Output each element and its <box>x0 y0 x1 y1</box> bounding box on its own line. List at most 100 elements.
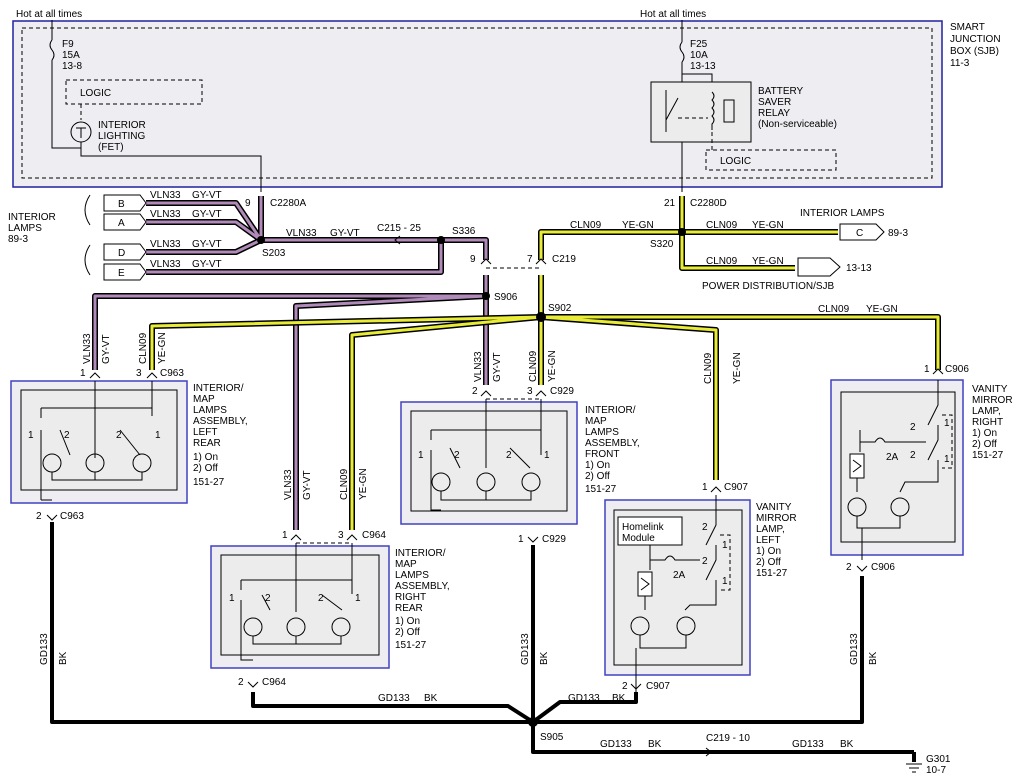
vl-bk-right: BK <box>868 651 879 665</box>
relay-label-4: (Non-serviceable) <box>758 119 837 130</box>
pin-9-sjb: 9 <box>245 198 251 209</box>
relay-coil-icon <box>711 91 715 130</box>
fuse-f9-icon <box>49 39 55 61</box>
rr-label-8: 2) Off <box>395 627 420 638</box>
vl-fr-cln: CLN09 <box>528 350 539 382</box>
rr-c964-top: C964 <box>362 530 386 541</box>
hot-label-right: Hot at all times <box>640 9 706 20</box>
vl-lr-cln: CLN09 <box>138 332 149 364</box>
splice-s203 <box>257 236 265 244</box>
relay-label-1: BATTERY <box>758 86 804 97</box>
rr-label-1: INTERIOR/ <box>395 548 446 559</box>
vl-sw-1a: 1 <box>722 540 728 551</box>
vl-label-2: MIRROR <box>756 513 797 524</box>
rr-sw-1b: 1 <box>355 593 361 604</box>
sjb-title-1: SMART <box>950 22 985 33</box>
fr-pin-3: 3 <box>527 386 533 397</box>
mid-gyvt-label: GY-VT <box>330 228 360 239</box>
vl-fr-gyvt: GY-VT <box>492 352 503 382</box>
vanity-mirror-right: 1 C906 2A 2 1 2 1 VANITY MIRROR LAMP, RI… <box>830 364 1013 573</box>
pin-9-c219: 9 <box>470 254 476 265</box>
vl-vl-yegn: YE-GN <box>732 352 743 384</box>
connector-d-letter: D <box>118 248 125 259</box>
ground-icon <box>906 763 922 773</box>
interior-lamps-label-1: INTERIOR <box>8 212 56 223</box>
splice-s902 <box>536 312 546 322</box>
lr-label-6: REAR <box>193 438 221 449</box>
fuse-f25-ref: 13-13 <box>690 61 716 72</box>
lr-sw-1b: 1 <box>155 430 161 441</box>
rt-yegn-2: YE-GN <box>752 256 784 267</box>
rr-sw-2a: 2 <box>265 593 271 604</box>
wire-e-code: VLN33 <box>150 259 181 270</box>
interior-lamps-label-3: 89-3 <box>8 234 28 245</box>
gd-label-rr: GD133 <box>378 693 410 704</box>
bk-label-rr: BK <box>424 693 438 704</box>
bk-label-vl: BK <box>612 693 626 704</box>
fr-label-5: FRONT <box>585 449 619 460</box>
vl-rr-cln: CLN09 <box>339 468 350 500</box>
power-dist-ref: 13-13 <box>846 263 872 274</box>
s905-label: S905 <box>540 732 564 743</box>
vl-arrow-bottom <box>630 683 642 690</box>
lr-label-4: ASSEMBLY, <box>193 416 248 427</box>
splice-s203-label: S203 <box>262 248 286 259</box>
vr-heater-icon <box>849 453 865 479</box>
connector-e: E <box>103 263 147 281</box>
smart-junction-box: SMART JUNCTION BOX (SJB) 11-3 Hot at all… <box>12 9 1001 209</box>
vl-sw-2a: 2 <box>702 522 708 533</box>
hot-label-left: Hot at all times <box>16 9 82 20</box>
vl-bk-left: BK <box>58 651 69 665</box>
vl-heater-icon <box>637 571 653 597</box>
connector-c2280a: C2280A <box>270 198 306 209</box>
vl-gd-right: GD133 <box>849 633 860 665</box>
logic-left: LOGIC <box>80 88 111 99</box>
fr-sw-2b: 2 <box>506 450 512 461</box>
rr-label-2: MAP <box>395 559 417 570</box>
fr-c929-bottom: C929 <box>542 534 566 545</box>
pin-21-sjb: 21 <box>664 198 676 209</box>
relay-label-2: SAVER <box>758 97 791 108</box>
connector-c-ref: 89-3 <box>888 228 908 239</box>
vl-rr-yegn: YE-GN <box>358 468 369 500</box>
rr-label-5: RIGHT <box>395 592 426 603</box>
vl-lr-gyvt: GY-VT <box>101 334 112 364</box>
wire-b-code: VLN33 <box>150 190 181 201</box>
lr-sw-2b: 2 <box>116 430 122 441</box>
fr-arrow-3 <box>535 390 547 397</box>
vr-c906-bottom: C906 <box>871 562 895 573</box>
lr-pin-1: 1 <box>80 368 86 379</box>
connector-c2280d: C2280D <box>690 198 727 209</box>
fr-pin-2: 2 <box>472 386 478 397</box>
fuse-f25-label: F25 <box>690 39 708 50</box>
c219-label: C219 <box>552 254 576 265</box>
rt-cln-1: CLN09 <box>706 220 738 231</box>
ground-labels: GD133 BK GD133 BK S905 GD133 BK C219 - 1… <box>378 693 951 776</box>
vr-label-4: RIGHT <box>972 417 1003 428</box>
vl-gd-left: GD133 <box>39 633 50 665</box>
rr-label-3: LAMPS <box>395 570 429 581</box>
wire-a-color: GY-VT <box>192 209 222 220</box>
connector-a: A <box>103 213 147 231</box>
vl-label-6: 2) Off <box>756 557 781 568</box>
right-top-outputs: CLN09 YE-GN INTERIOR LAMPS C 89-3 CLN09 … <box>702 208 908 315</box>
sjb-title-4: 11-3 <box>950 58 970 69</box>
wire-d-color: GY-VT <box>192 239 222 250</box>
vanity-mirror-left: 1 C907 Homelink Module 2A 2 1 2 1 VANITY… <box>604 482 797 692</box>
rr-arrow-bottom <box>247 681 259 688</box>
rr-pin-2-bottom: 2 <box>238 677 244 688</box>
fet-label-3: (FET) <box>98 142 124 153</box>
vl-fr-vln: VLN33 <box>473 351 484 382</box>
vl-sw-2b: 2 <box>702 556 708 567</box>
vl-bk-center: BK <box>539 651 550 665</box>
s902-label: S902 <box>548 303 572 314</box>
power-distribution-connector <box>797 257 841 277</box>
rr-arrow-3 <box>346 534 358 541</box>
g301-label: G301 <box>926 754 951 765</box>
fr-arrow-bottom <box>527 536 539 543</box>
splice-s336 <box>437 236 445 244</box>
vr-sw-1a: 1 <box>944 418 950 429</box>
vl-c907-top: C907 <box>724 482 748 493</box>
c219-arrow-9 <box>480 258 492 265</box>
